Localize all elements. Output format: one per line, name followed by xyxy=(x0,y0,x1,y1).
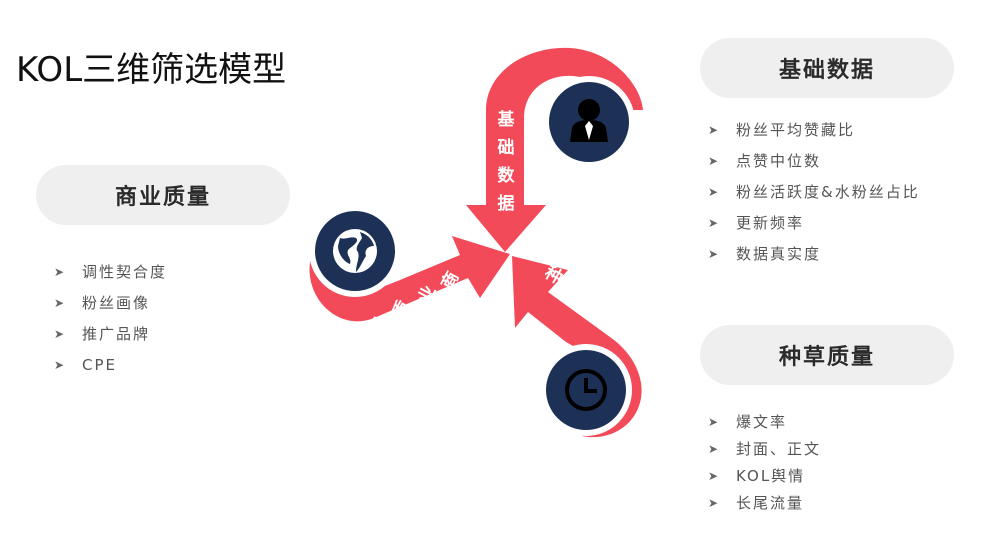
seeding-list: ➤爆文率 ➤封面、正文 ➤KOL舆情 ➤长尾流量 xyxy=(708,408,821,516)
seeding-heading-pill: 种草质量 xyxy=(700,325,954,385)
data-heading: 基础数据 xyxy=(778,58,875,83)
top-arrow-label-3: 数 xyxy=(498,165,516,186)
right-arrow-label-4: 量 xyxy=(598,298,623,325)
commercial-heading-pill: 商业质量 xyxy=(36,165,290,225)
list-item: ➤点赞中位数 xyxy=(708,152,822,170)
top-arrow-label-2: 础 xyxy=(498,138,515,158)
list-item: ➤调性契合度 xyxy=(54,263,168,281)
arrow-bullet-icon: ➤ xyxy=(708,414,721,429)
list-item: ➤爆文率 xyxy=(708,413,788,431)
arrow-bullet-icon: ➤ xyxy=(708,495,721,510)
arrow-bullet-icon: ➤ xyxy=(708,468,721,483)
list-item: ➤长尾流量 xyxy=(708,494,805,512)
arrow-bullet-icon: ➤ xyxy=(708,184,721,199)
person-icon xyxy=(570,99,608,142)
seeding-heading: 种草质量 xyxy=(778,345,875,370)
data-list: ➤粉丝平均赞藏比 ➤点赞中位数 ➤粉丝活跃度&水粉丝占比 ➤更新频率 ➤数据真实… xyxy=(708,114,920,269)
arrow-bullet-icon: ➤ xyxy=(54,264,67,279)
arrow-bullet-icon: ➤ xyxy=(708,122,721,137)
commercial-list: ➤调性契合度 ➤粉丝画像 ➤推广品牌 ➤CPE xyxy=(54,256,167,380)
top-arrow-label-4: 据 xyxy=(498,193,515,214)
right-arrow-label-3: 质 xyxy=(579,287,604,313)
commercial-heading: 商业质量 xyxy=(114,185,211,210)
arrow-bullet-icon: ➤ xyxy=(54,357,67,372)
list-item: ➤更新频率 xyxy=(708,214,805,232)
clock-icon xyxy=(565,369,607,411)
list-item: ➤KOL舆情 xyxy=(708,467,806,485)
list-item: ➤CPE xyxy=(54,355,117,374)
list-item: ➤推广品牌 xyxy=(54,325,151,343)
arrow-bullet-icon: ➤ xyxy=(54,295,67,310)
data-heading-pill: 基础数据 xyxy=(700,38,954,98)
arrow-bullet-icon: ➤ xyxy=(708,246,721,261)
list-item: ➤粉丝平均赞藏比 xyxy=(708,121,856,139)
list-item: ➤数据真实度 xyxy=(708,245,822,263)
right-arrow-label-2: 草 xyxy=(560,275,585,301)
top-arrow-label-1: 基 xyxy=(497,109,516,130)
list-item: ➤粉丝画像 xyxy=(54,294,151,312)
arrow-bullet-icon: ➤ xyxy=(708,441,721,456)
globe-icon xyxy=(333,229,377,273)
page-title: KOL三维筛选模型 xyxy=(16,50,287,90)
list-item: ➤粉丝活跃度&水粉丝占比 xyxy=(708,183,920,201)
top-arrow xyxy=(466,47,643,253)
arrow-bullet-icon: ➤ xyxy=(708,215,721,230)
arrow-bullet-icon: ➤ xyxy=(54,326,67,341)
list-item: ➤封面、正文 xyxy=(708,440,822,458)
arrow-bullet-icon: ➤ xyxy=(708,153,721,168)
